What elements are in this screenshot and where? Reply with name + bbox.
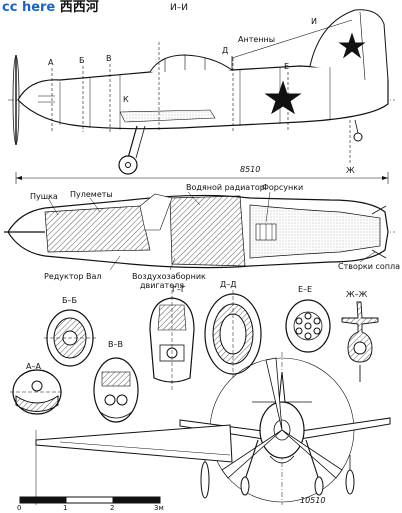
- cutaway-view: [4, 191, 395, 271]
- section-a-a: [10, 369, 64, 415]
- section-v-v-title: В–В: [108, 340, 123, 349]
- section-e-e-title: Е–Е: [298, 285, 313, 294]
- section-b-b: [44, 309, 96, 367]
- radiator-label: Водяной радиатор: [186, 183, 265, 192]
- marker-k: К: [123, 95, 129, 104]
- scale-1: 1: [63, 504, 68, 512]
- section-a-a-title: А–А: [26, 362, 41, 371]
- scale-3m: 3м: [154, 504, 164, 512]
- cross-sections: [10, 290, 379, 423]
- marker-b: Б: [79, 56, 85, 65]
- section-g-g-title: Г–Г: [172, 285, 186, 294]
- section-g-g: [149, 290, 195, 390]
- section-d-d-title: Д–Д: [220, 280, 237, 289]
- section-zh-zh: [341, 301, 379, 382]
- marker-e: Е: [284, 62, 290, 71]
- watermark-logo: cc here 西西河: [2, 0, 99, 15]
- scale-2: 2: [110, 504, 115, 512]
- antenna-label: Антенны: [238, 35, 276, 44]
- marker-v: В: [106, 54, 112, 63]
- marker-i: И: [311, 17, 317, 26]
- machine-guns-label: Пулеметы: [70, 190, 113, 199]
- section-d-d: [204, 290, 262, 380]
- engine-label: двигателя: [140, 281, 185, 290]
- top-view-wing: [35, 424, 355, 505]
- scale-bar: [19, 496, 161, 504]
- side-view: [8, 9, 395, 184]
- section-b-b-title: Б–Б: [62, 296, 77, 305]
- length-dimension: 8510: [240, 165, 261, 174]
- section-i-i-title: И–И: [170, 3, 188, 13]
- gun-label: Пушка: [30, 192, 58, 201]
- marker-a: А: [48, 58, 54, 67]
- nozzle-flaps-label: Створки сопла: [338, 262, 401, 271]
- span-dimension: 10510: [300, 496, 326, 505]
- section-v-v: [93, 357, 139, 423]
- marker-d: Д: [222, 46, 229, 55]
- injectors-label: Форсунки: [262, 183, 304, 192]
- air-intake-label: Воздухозаборник: [132, 272, 206, 281]
- section-e-e: [285, 299, 331, 353]
- marker-zh: Ж: [346, 166, 355, 175]
- section-zh-zh-title: Ж–Ж: [346, 290, 368, 299]
- reducer-label: Редуктор Вал: [44, 272, 102, 281]
- scale-0: 0: [17, 504, 22, 512]
